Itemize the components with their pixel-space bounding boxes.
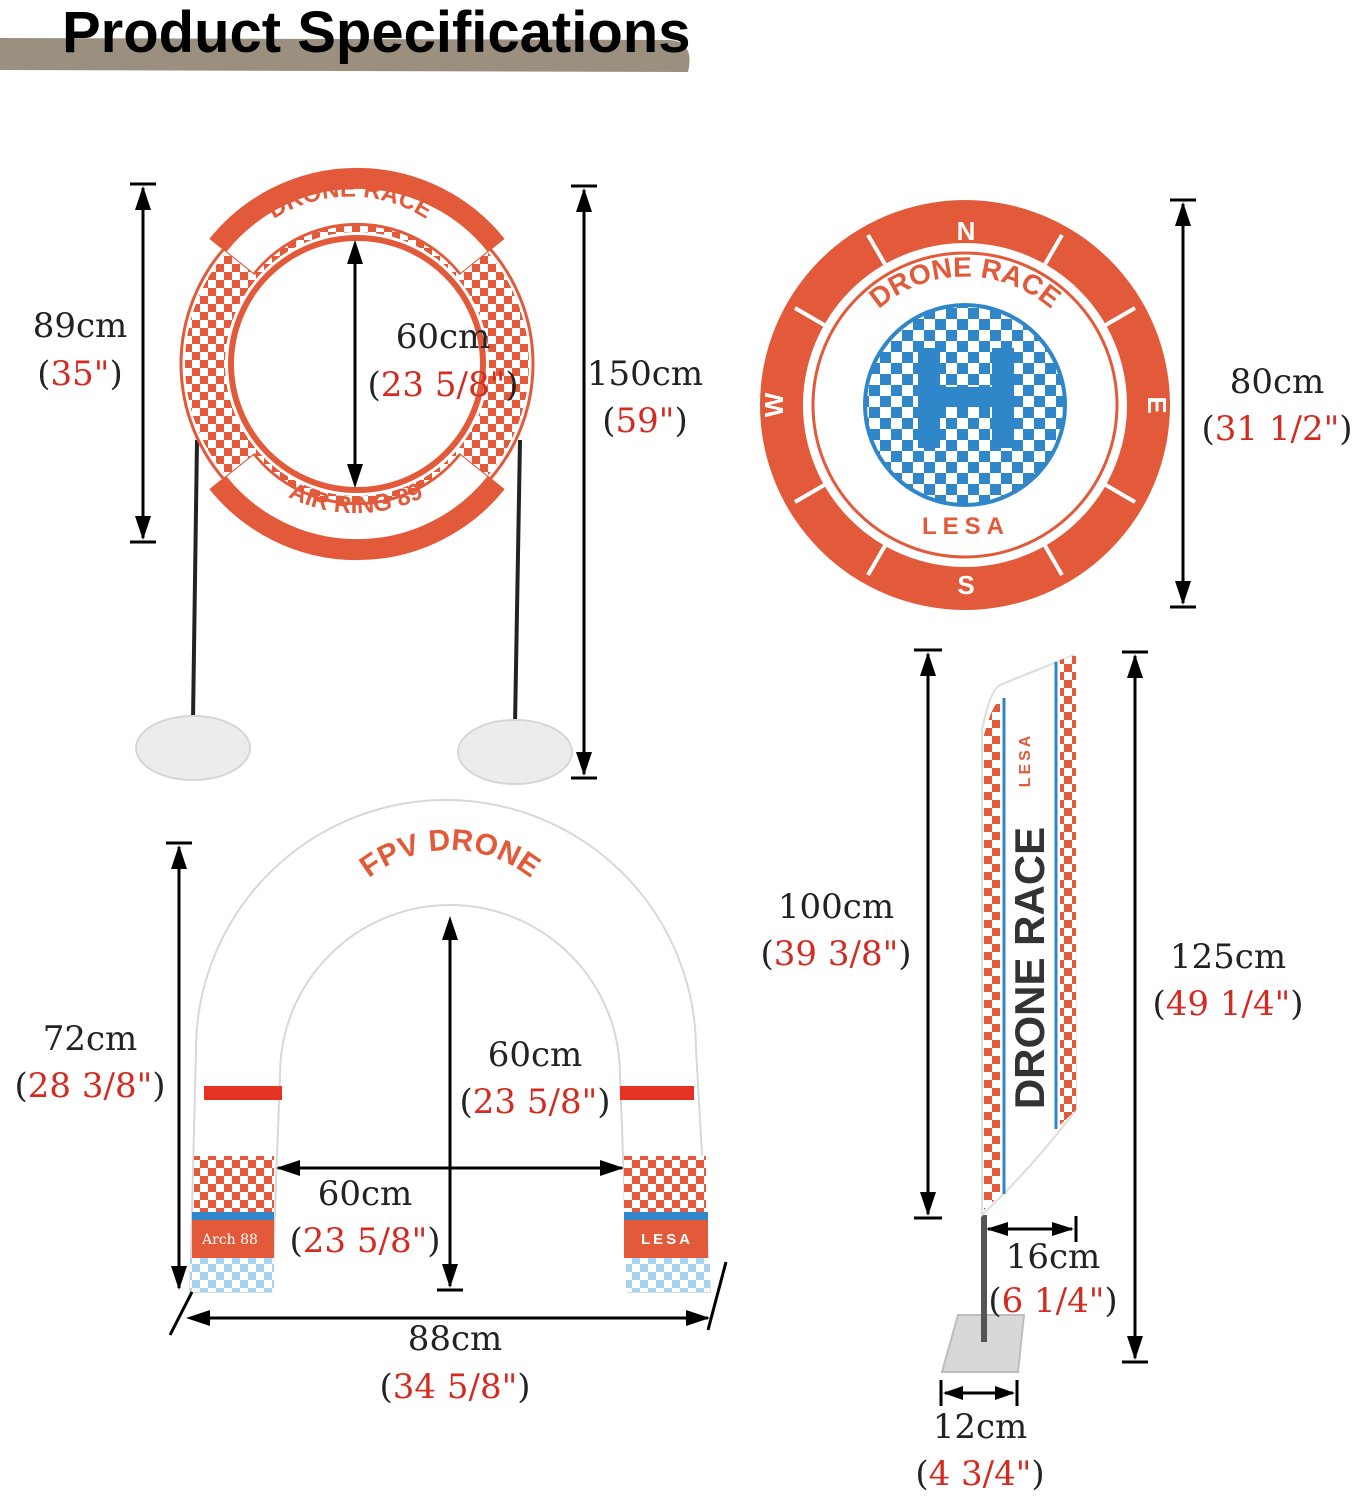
arch-inner-height-metric: 60cm <box>488 1035 583 1075</box>
flag-height-dimension <box>914 648 942 1220</box>
air-ring-illustration: DRONE RACE AIR RING 89 <box>135 167 573 785</box>
base-weight-right <box>457 719 573 785</box>
base-weight-left <box>135 715 251 781</box>
pad-diameter-metric: 80cm <box>1230 362 1325 402</box>
flag-total-height-dimension <box>1122 650 1148 1364</box>
pad-diameter-inch: 31 1/2" <box>1215 409 1339 449</box>
svg-text:(4 3/4"): (4 3/4") <box>915 1454 1044 1494</box>
flag-width-dimension <box>986 1216 1078 1242</box>
base-width-inch: 4 3/4" <box>929 1454 1032 1494</box>
flag-illustration: LESA DRONE RACE <box>940 653 1078 1373</box>
svg-text:(39 3/8"): (39 3/8") <box>761 934 912 974</box>
pad-brand: LESA <box>922 513 1010 540</box>
arch-left-tag: Arch 88 <box>201 1232 258 1248</box>
ring-height-inch: 35" <box>51 354 110 394</box>
page-title: Product Specifications <box>62 0 690 65</box>
svg-text:(23 5/8"): (23 5/8") <box>460 1082 611 1122</box>
svg-text:(31 1/2"): (31 1/2") <box>1202 409 1353 449</box>
arch-inner-width-inch: 23 5/8" <box>303 1221 427 1261</box>
ring-height-metric: 89cm <box>33 306 128 346</box>
arch-side-inch: 28 3/8" <box>28 1066 152 1106</box>
ring-total-inch: 59" <box>616 401 675 441</box>
ring-inner-dimension <box>347 240 363 488</box>
arch-right-tag: LESA <box>641 1231 693 1248</box>
arch-inner-width-metric: 60cm <box>318 1174 413 1214</box>
flag-total-metric: 125cm <box>1170 937 1286 977</box>
flag-height-metric: 100cm <box>778 887 894 927</box>
base-width-dimension <box>939 1380 1019 1406</box>
ring-height-dimension <box>130 182 156 544</box>
title-banner: Product Specifications <box>0 0 690 72</box>
svg-text:(23 5/8"): (23 5/8") <box>368 365 519 405</box>
svg-text:(49 1/4"): (49 1/4") <box>1153 984 1304 1024</box>
arch-inner-width-dimension <box>276 1160 624 1176</box>
svg-text:(34 5/8"): (34 5/8") <box>380 1367 531 1407</box>
ring-inner-metric: 60cm <box>396 317 491 357</box>
flag-total-inch: 49 1/4" <box>1166 984 1290 1024</box>
flag-width-metric: 16cm <box>1006 1237 1101 1277</box>
pad-diameter-dimension <box>1170 198 1196 609</box>
ring-total-metric: 150cm <box>587 354 703 394</box>
flag-height-inch: 39 3/8" <box>774 934 898 974</box>
compass-s: S <box>957 570 974 600</box>
svg-text:(35"): (35") <box>37 354 122 394</box>
svg-text:(28 3/8"): (28 3/8") <box>15 1066 166 1106</box>
arch-side-metric: 72cm <box>43 1019 138 1059</box>
arch-inner-height-dimension <box>437 916 463 1292</box>
landing-pad-illustration: N S E W DRONE RACE LESA <box>759 200 1172 610</box>
flag-width-inch: 6 1/4" <box>1002 1281 1105 1321</box>
base-width-metric: 12cm <box>933 1407 1028 1447</box>
svg-text:(59"): (59") <box>602 401 687 441</box>
arch-width-dimension <box>168 1261 728 1336</box>
flag-base <box>940 1314 1026 1373</box>
compass-e: E <box>1142 396 1172 413</box>
ring-total-height-dimension <box>571 184 597 780</box>
compass-w: W <box>759 392 789 417</box>
svg-text:(6 1/4"): (6 1/4") <box>988 1281 1117 1321</box>
compass-n: N <box>957 216 976 246</box>
arch-illustration: Arch 88 LESA FPV DRONE <box>188 799 712 1293</box>
arch-width-inch: 34 5/8" <box>393 1367 517 1407</box>
ring-inner-inch: 23 5/8" <box>381 365 505 405</box>
flag-brand: LESA <box>1017 733 1034 788</box>
arch-side-dimension <box>166 841 192 1290</box>
arch-width-metric: 88cm <box>408 1319 503 1359</box>
flag-text: DRONE RACE <box>1006 827 1053 1109</box>
arch-inner-height-inch: 23 5/8" <box>473 1082 597 1122</box>
svg-text:(23 5/8"): (23 5/8") <box>290 1221 441 1261</box>
